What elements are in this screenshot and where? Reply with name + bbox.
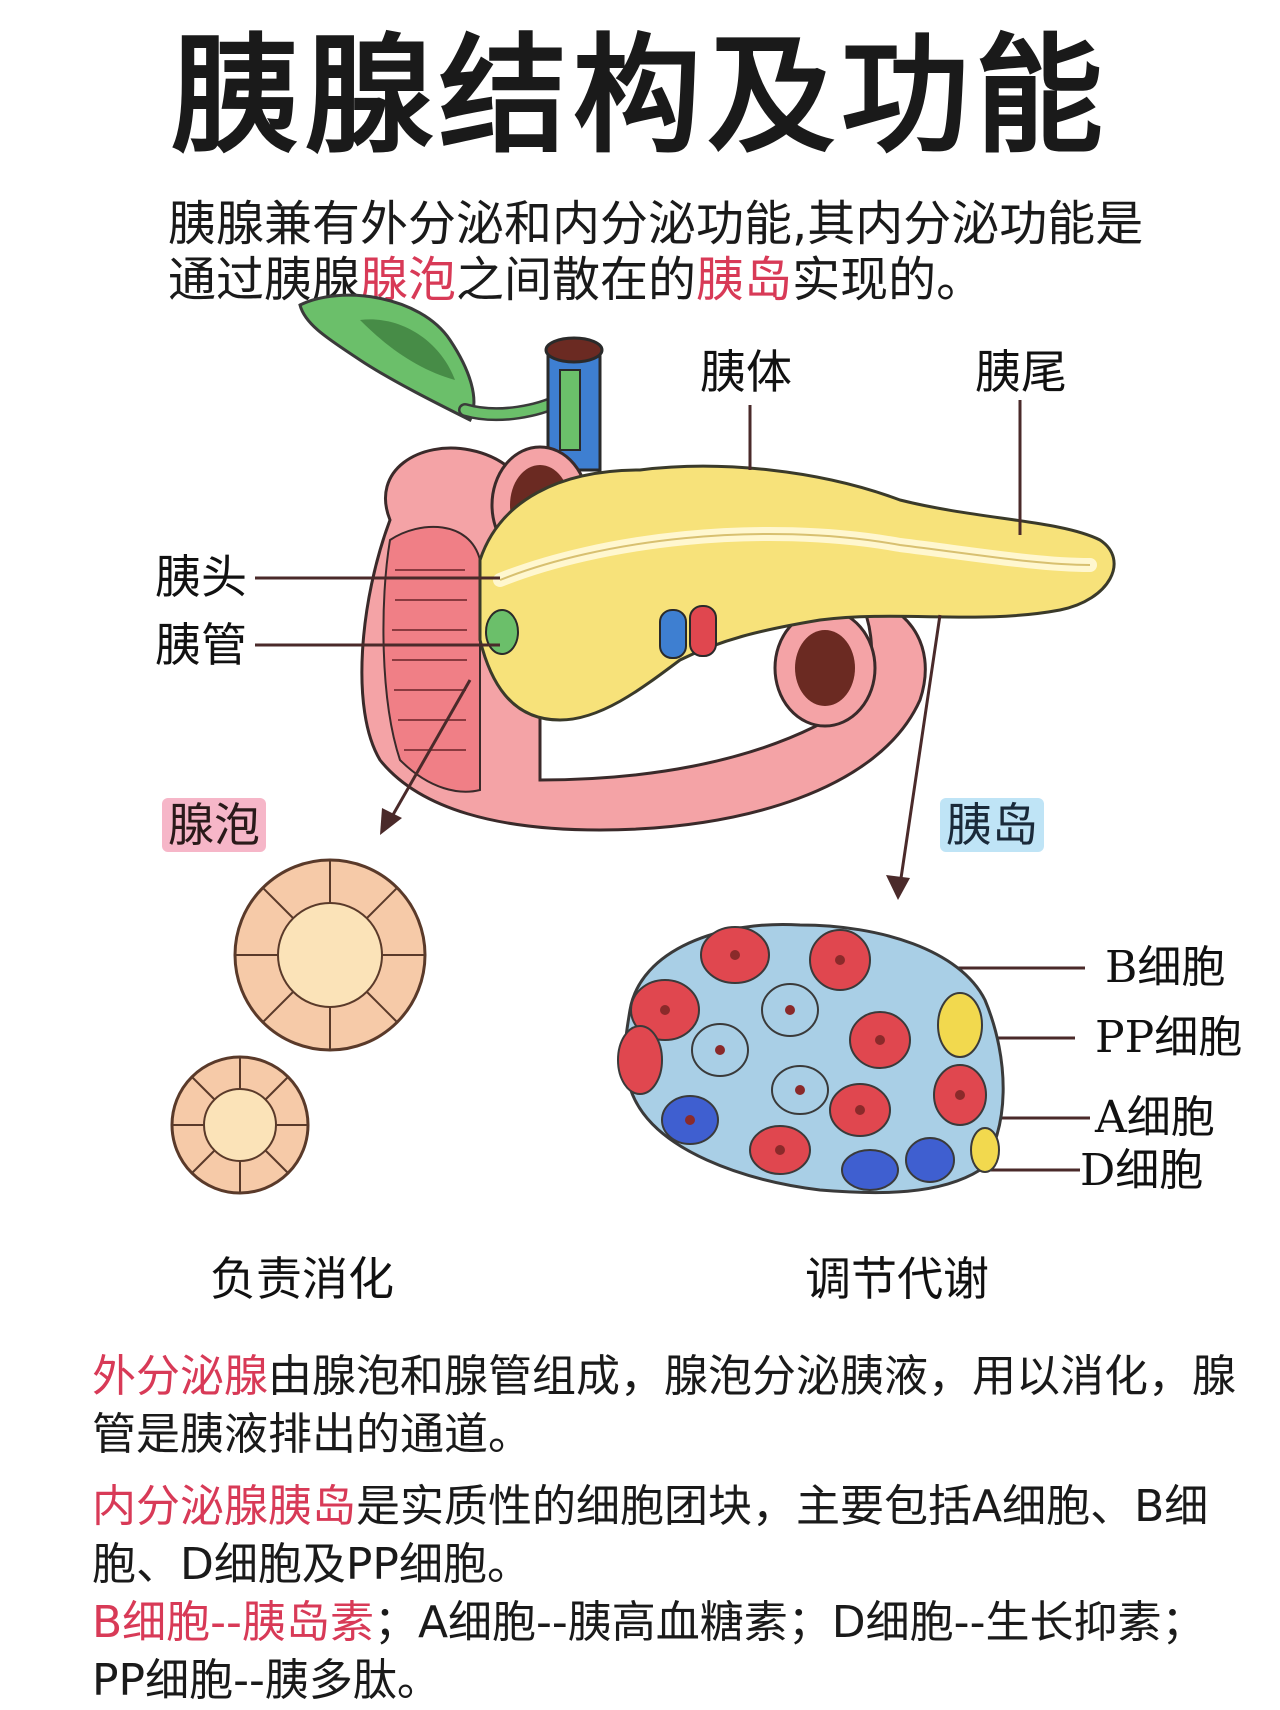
label-head: 胰头 [155,550,247,604]
paragraph-endocrine: 内分泌腺胰岛是实质性的细胞团块，主要包括A细胞、B细胞、D细胞及PP细胞。 [92,1478,1252,1594]
label-tail: 胰尾 [975,345,1067,399]
intro-term-islet: 胰岛 [696,252,793,308]
intro-part3: 实现的。 [792,252,985,308]
tag-acinus: 腺泡 [162,798,266,852]
paragraph-exocrine-term: 外分泌腺 [92,1351,268,1402]
acinus-small [170,1055,310,1195]
paragraph-endocrine-term: 内分泌腺胰岛 [92,1481,356,1532]
intro-part1: 胰腺兼有外分泌和内分泌功能,其内分泌功能是通过胰腺 [168,196,1144,308]
gallbladder [298,293,567,423]
tag-islet: 胰岛 [940,798,1044,852]
paragraph-endocrine-text: 是实质性的细胞团块，主要包括A细胞、B细胞、D细胞及PP细胞。 [92,1481,1209,1590]
label-pp-cell: PP细胞 [1095,1012,1243,1063]
caption-digestion: 负责消化 [210,1252,394,1306]
label-b-cell: B细胞 [1105,942,1226,993]
paragraph-hormones-text: ；A细胞--胰高血糖素；D细胞--生长抑素；PP细胞--胰多肽。 [92,1597,1206,1706]
paragraph-exocrine: 外分泌腺由腺泡和腺管组成，腺泡分泌胰液，用以消化，腺管是胰液排出的通道。 [92,1348,1252,1464]
intro-text: 胰腺兼有外分泌和内分泌功能,其内分泌功能是通过胰腺腺泡之间散在的胰岛实现的。 [168,196,1168,308]
paragraph-exocrine-text: 由腺泡和腺管组成，腺泡分泌胰液，用以消化，腺管是胰液排出的通道。 [92,1351,1236,1460]
paragraph-hormones: B细胞--胰岛素；A细胞--胰高血糖素；D细胞--生长抑素；PP细胞--胰多肽。 [92,1594,1252,1710]
page-title: 胰腺结构及功能 [170,22,1109,171]
label-body: 胰体 [700,345,792,399]
paragraph-hormones-term: B细胞--胰岛素 [92,1597,374,1648]
islet-cluster [617,922,1005,1195]
caption-metabolism: 调节代谢 [805,1252,989,1306]
label-a-cell: A细胞 [1095,1092,1215,1143]
label-duct: 胰管 [155,618,247,672]
acinus-large [233,858,427,1052]
label-d-cell: D细胞 [1080,1145,1204,1196]
intro-part2: 之间散在的 [456,252,697,308]
arrow-heads [380,808,910,900]
pancreas [478,464,1116,722]
portal-vein [544,336,604,472]
